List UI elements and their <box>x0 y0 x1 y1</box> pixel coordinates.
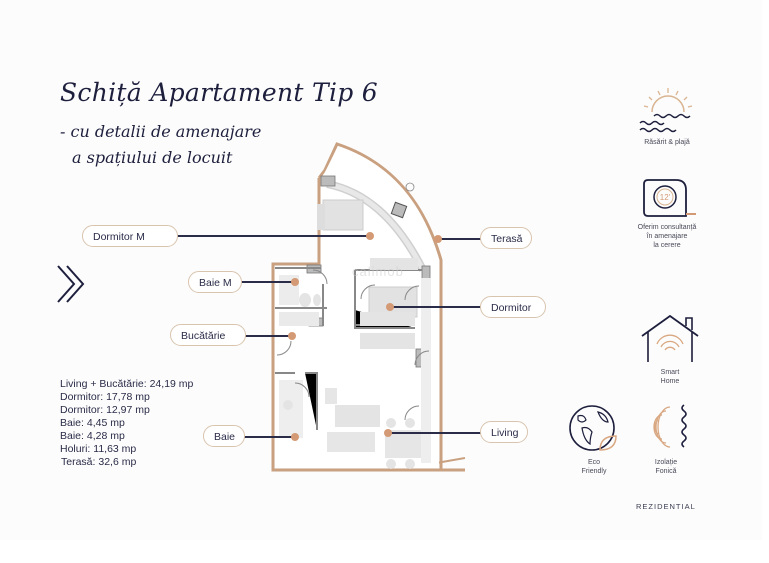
feature-sound-line-1: Izolație <box>654 459 678 466</box>
label-baie-m: Baie M <box>188 271 242 293</box>
leader-terasa <box>440 238 482 240</box>
subtitle-line-2: a spațiului de locuit <box>72 148 233 167</box>
marker-baie-m <box>291 278 299 286</box>
label-dormitor-m: Dormitor M <box>82 225 178 247</box>
leader-baie <box>243 436 295 438</box>
feature-eco: Eco Friendly <box>564 458 624 476</box>
leader-dormitor-m <box>176 235 370 237</box>
marker-dormitor-m <box>366 232 374 240</box>
area-list: Living + Bucătărie: 24,19 mp Dormitor: 1… <box>60 378 193 469</box>
feature-sound: Izolație Fonică <box>636 458 696 476</box>
feature-consult-line-3: la cerere <box>653 242 681 249</box>
marker-dormitor <box>386 303 394 311</box>
feature-smart-home: Smart Home <box>640 368 700 386</box>
leader-living <box>390 432 482 434</box>
globe-leaf-icon <box>569 405 617 451</box>
marker-terasa <box>434 235 442 243</box>
marker-living <box>384 429 392 437</box>
svg-text:12': 12' <box>660 193 671 202</box>
brand-label: REZIDENTIAL <box>636 502 696 511</box>
marker-bucatarie <box>288 332 296 340</box>
feature-consult: Oferim consultanță în amenajare la cerer… <box>622 223 712 250</box>
leader-baie-m <box>240 281 295 283</box>
floor-plan <box>271 142 465 472</box>
area-item: Baie: 4,28 mp <box>60 430 125 442</box>
leader-bucatarie <box>244 335 292 337</box>
label-baie: Baie <box>203 425 245 447</box>
feature-consult-line-1: Oferim consultanță <box>637 224 697 231</box>
area-item: Terasă: 32,6 mp <box>61 456 137 468</box>
feature-sound-line-2: Fonică <box>655 468 677 475</box>
area-item: Dormitor: 12,97 mp <box>60 404 150 416</box>
leader-dormitor <box>392 306 482 308</box>
sunrise-beach-icon <box>639 88 693 133</box>
subtitle-line-1: - cu detalii de amenajare <box>60 122 262 141</box>
feature-eco-line-2: Friendly <box>581 468 607 475</box>
feature-smart-line-2: Home <box>660 378 680 385</box>
area-item: Living + Bucătărie: 24,19 mp <box>60 378 194 390</box>
watermark: calimob <box>352 264 404 279</box>
label-living: Living <box>480 421 528 443</box>
feature-consult-line-2: în amenajare <box>646 233 688 240</box>
feature-sunrise-label: Răsărit & plajă <box>644 139 690 146</box>
label-terasa: Terasă <box>480 227 532 249</box>
page-title: Schiță Apartament Tip 6 <box>60 78 379 107</box>
area-item: Holuri: 11,63 mp <box>60 443 137 455</box>
marker-baie <box>291 433 299 441</box>
feature-smart-line-1: Smart <box>660 369 680 376</box>
feature-sunrise: Răsărit & plajă <box>622 138 712 147</box>
feature-eco-line-1: Eco <box>587 459 601 466</box>
smart-home-icon <box>641 314 699 362</box>
label-bucatarie: Bucătărie <box>170 324 246 346</box>
double-chevron-right-icon <box>57 265 85 303</box>
sound-insulation-icon <box>653 404 687 448</box>
tape-measure-icon: 12' <box>643 179 696 217</box>
area-item: Baie: 4,45 mp <box>60 417 125 429</box>
label-dormitor: Dormitor <box>480 296 546 318</box>
area-item: Dormitor: 17,78 mp <box>60 391 150 403</box>
